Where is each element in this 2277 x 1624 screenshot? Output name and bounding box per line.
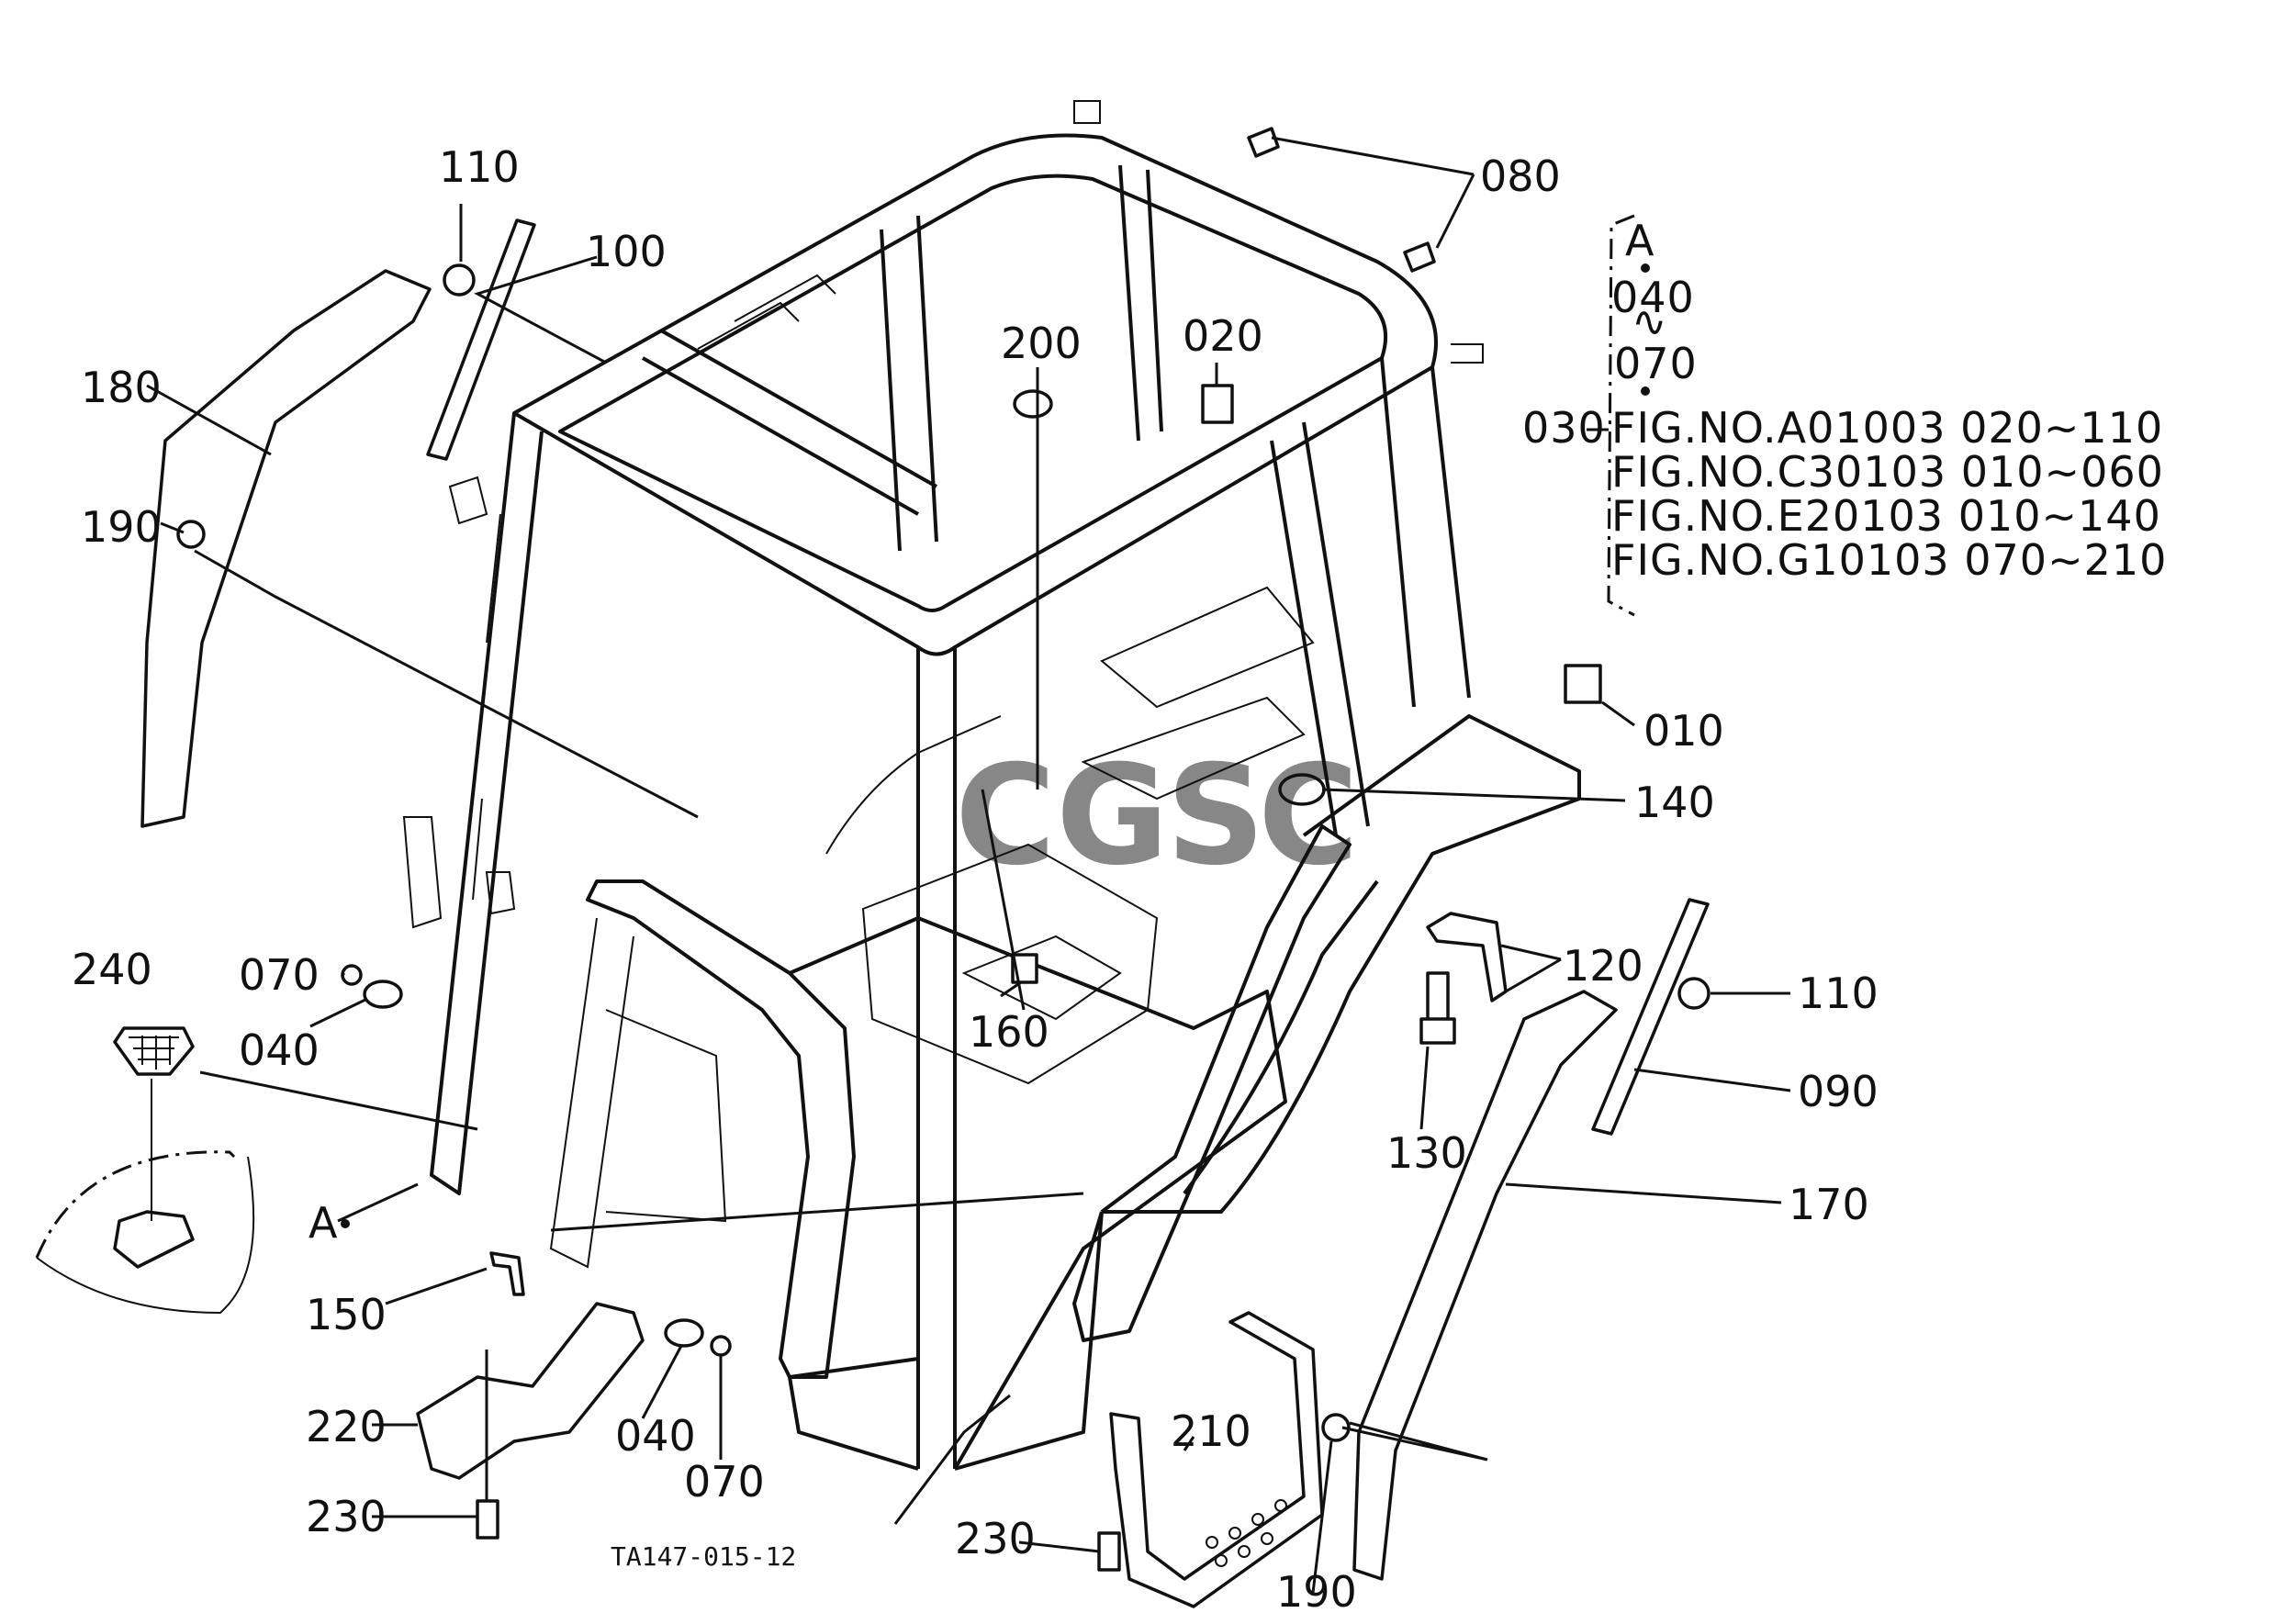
loose-parts [35,127,1711,1608]
bushing-040b-part [664,1318,704,1348]
callout-110-top: 110 [439,142,520,192]
callout-A: A [308,1198,338,1248]
watermark: C G S C [955,736,1359,896]
callout-230-right: 230 [955,1514,1036,1563]
bolt-190b-part [1321,1413,1351,1442]
nut-110b-part [1677,977,1711,1010]
callout-140: 140 [1634,778,1715,827]
clip-020-part [1201,384,1234,424]
bolt-190a-part [176,520,206,549]
cap-200-part [1013,389,1053,419]
callout-180: 180 [81,363,162,412]
drawing-code: TA147-015-12 [611,1541,796,1572]
callout-010: 010 [1643,706,1724,756]
nut-110a-part [443,263,476,297]
watermark-letter-2: G [1056,736,1169,896]
strip-100-part [426,218,536,461]
callout-130: 130 [1386,1128,1467,1178]
callout-120: 120 [1563,941,1643,991]
bolt-230a-part [476,1499,499,1540]
callout-160: 160 [969,1007,1049,1057]
ref-line-1: FIG.NO.A01003 020~110 [1611,403,2163,453]
pad-240-part [113,1026,195,1076]
ref-range-end: 070 [1614,339,1698,388]
callout-070-bottom: 070 [684,1457,765,1506]
roof-bracket-top [1073,100,1101,124]
callout-110-right: 110 [1798,969,1879,1018]
grommet-080a-part [1247,127,1280,158]
callout-A-dot [341,1219,350,1228]
callout-240: 240 [72,945,152,994]
callout-170: 170 [1789,1180,1869,1229]
callout-040-bottom: 040 [615,1411,696,1461]
callout-090: 090 [1798,1067,1879,1116]
strip-090-part [1591,898,1710,1136]
watermark-letter-4: C [1258,736,1359,896]
bolt-230b-part [1097,1531,1121,1572]
cab-frame [402,100,1581,1471]
callout-070-left: 070 [239,950,320,1000]
callout-200: 200 [1001,319,1082,368]
callout-210: 210 [1171,1406,1251,1456]
trim-170-part [1352,990,1618,1581]
watermark-letter-1: C [955,736,1056,896]
callout-220: 220 [306,1402,387,1451]
callout-020: 020 [1183,311,1263,361]
callout-080: 080 [1480,151,1561,201]
callout-150: 150 [306,1290,387,1339]
ref-marker-A: A [1625,216,1654,265]
callout-190-right: 190 [1276,1567,1357,1617]
trim-180-part [140,269,432,828]
ref-range-start: 040 [1611,273,1695,322]
ref-range-separator: ∿ [1632,297,1668,346]
washer-070b-part [710,1335,732,1357]
reference-box: A 040 ∿ 070 030 FIG.NO.A01003 020~110 FI… [1522,214,2167,617]
hinge-220-part [416,1302,645,1480]
clip-010-part [1564,664,1602,704]
washer-070a-part [341,964,363,986]
ref-line-3: FIG.NO.E20103 010~140 [1611,491,2161,541]
callout-040-left: 040 [239,1025,320,1075]
ref-line-4: FIG.NO.G10103 070~210 [1611,535,2167,585]
bracket-120-part [1426,912,1508,1002]
grommet-080b-part [1403,241,1436,273]
pin-150-part [489,1251,525,1296]
callout-190-left: 190 [81,502,162,552]
ref-line-2: FIG.NO.C30103 010~060 [1611,447,2164,497]
callout-230-left: 230 [306,1492,387,1541]
callout-100: 100 [586,227,667,276]
ref-parent-label: 030 [1522,403,1606,453]
leader-lines [146,136,1791,1594]
callout-labels: 110 100 180 190 200 020 080 010 140 120 … [72,142,1879,1617]
bushing-040a-part [363,980,403,1009]
watermark-letter-3: S [1166,736,1265,896]
